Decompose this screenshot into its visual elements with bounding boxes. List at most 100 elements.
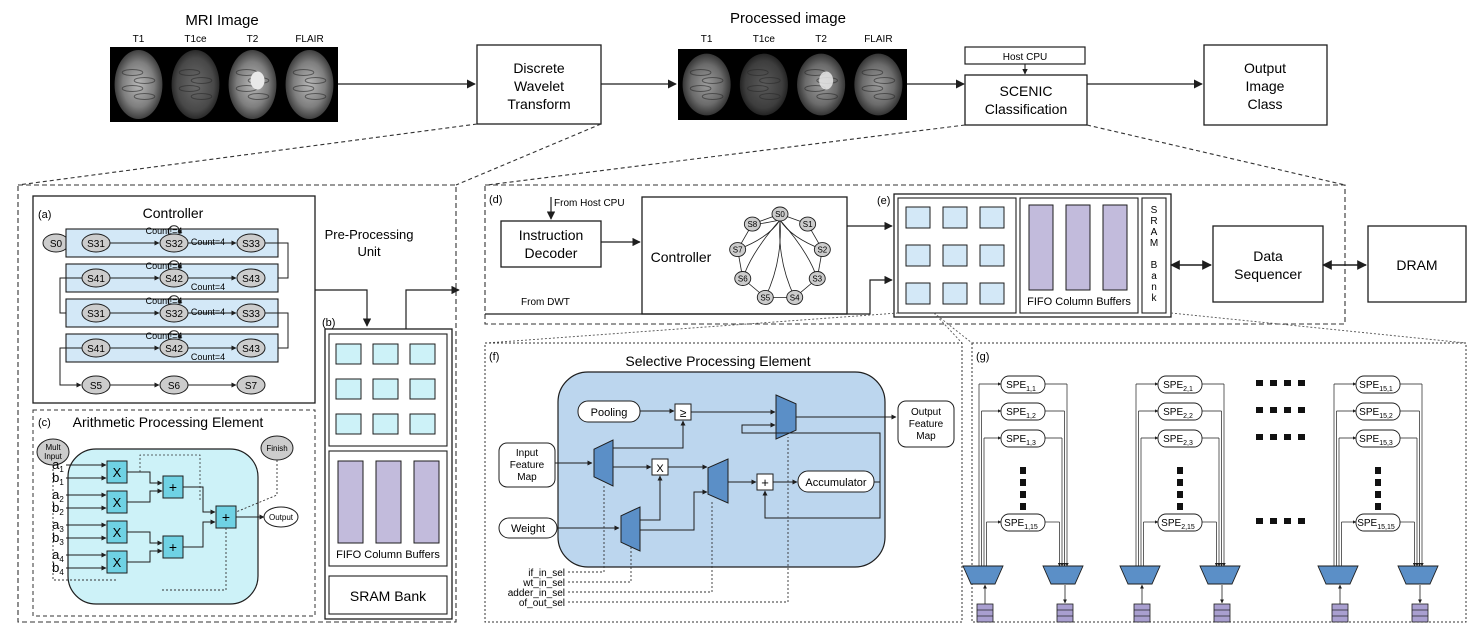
output-demux <box>1397 565 1439 585</box>
fsm-loop-condition: Count!=4 <box>146 296 183 306</box>
ape-input-a2: a2 <box>52 487 64 504</box>
adder-symbol: + <box>169 539 177 555</box>
spe-node <box>1000 513 1046 532</box>
ape-input-b1: b1 <box>52 470 64 487</box>
output-image-class-block <box>1203 44 1328 126</box>
buffers-panel: (b) FIFO Column Buffers SRAM Bank <box>322 317 453 620</box>
spe-node <box>1157 375 1203 394</box>
pe-grid-cell <box>372 378 399 400</box>
dram-block <box>1367 225 1467 303</box>
spe-node-label: SPE15,2 <box>1359 407 1393 420</box>
vertical-ellipsis-dot <box>1020 491 1026 498</box>
horizontal-ellipsis-dot <box>1270 407 1277 413</box>
panel-label-a: (a) <box>38 209 51 221</box>
svg-text:Output: Output <box>1244 60 1286 76</box>
pe-grid-cell <box>372 413 399 435</box>
vertical-ellipsis-dot <box>1020 503 1026 510</box>
spe-node-label: SPE2,1 <box>1163 380 1193 393</box>
ape-input-b3: b3 <box>52 530 64 547</box>
fsm-loop-condition: Count!=4 <box>146 261 183 271</box>
ape-input-b2: b2 <box>52 500 64 517</box>
output-feature-map-block <box>897 400 955 448</box>
adder-symbol: + <box>222 509 230 525</box>
sram-letter: A <box>1151 227 1158 238</box>
comparator-symbol: ≥ <box>680 406 687 420</box>
output-feature-map-label: Output <box>911 407 941 418</box>
input-feature-map-label: Input <box>516 448 538 459</box>
spe-grid-cell <box>905 206 931 229</box>
spe-node-label: SPE15,3 <box>1359 434 1393 447</box>
modality-label-t1: T1 <box>133 34 145 45</box>
scenic-frame <box>484 184 1346 325</box>
wt-in-mux <box>620 506 641 552</box>
spe-node <box>1355 375 1401 394</box>
fsm-state-label: S41 <box>87 274 105 285</box>
mri-brain-images <box>114 50 334 119</box>
ape-frame <box>32 409 316 617</box>
ring-state-label: S1 <box>803 220 813 229</box>
controller-to-buffers-arrow <box>315 289 372 327</box>
spe-node <box>1355 513 1401 532</box>
spe-node-label: SPE15,15 <box>1357 518 1395 531</box>
ring-state-label: S2 <box>817 246 827 255</box>
horizontal-ellipsis-dot <box>1298 380 1305 386</box>
spe-grid-cell <box>905 282 931 305</box>
ape-input-a1: a1 <box>52 457 64 474</box>
fsm-exit-condition: Count=4 <box>191 282 225 292</box>
ring-state-s2 <box>813 242 831 257</box>
pe-grid-cells <box>335 343 436 435</box>
fsm-state-s43 <box>236 338 266 358</box>
sram-bank-box <box>328 575 448 615</box>
instruction-decoder-block <box>500 220 602 268</box>
ape-input-a4: a4 <box>52 547 64 564</box>
ring-state-s1 <box>799 216 817 232</box>
horizontal-ellipsis-dot <box>1298 518 1305 524</box>
svg-text:Discrete: Discrete <box>513 60 565 76</box>
fsm-loop-condition: Count!=4 <box>146 226 183 236</box>
sram-letter: k <box>1152 293 1158 304</box>
spe-node <box>1000 402 1046 421</box>
fifo-column <box>1028 204 1054 291</box>
fsm-state-label: S42 <box>165 344 183 355</box>
pre-processing-unit-label: Pre-Processing Unit <box>325 227 414 259</box>
horizontal-ellipsis-dot <box>1270 380 1277 386</box>
horizontal-ellipsis-dot <box>1256 518 1263 524</box>
sram-letter: a <box>1151 271 1157 282</box>
fsm-exit-condition: Count=4 <box>191 307 225 317</box>
buffer-stack <box>1411 603 1429 623</box>
vertical-ellipsis-dot <box>1375 491 1381 498</box>
buffer-stack <box>976 603 994 623</box>
sram-letter: n <box>1151 282 1157 293</box>
fifo-column <box>1102 204 1128 291</box>
scenic-core: (d) From Host CPU Instruction Decoder Fr… <box>484 184 1467 344</box>
sram-letter: S <box>1151 205 1158 216</box>
ring-state-label: S5 <box>760 293 770 302</box>
panel-label-c: (c) <box>38 417 51 429</box>
ape-datapath: MultInputFinisha1b1a2b2a3b3a4b4XXXX+++Ou… <box>36 435 299 591</box>
fsm-state-label: S43 <box>242 274 260 285</box>
sram-letter: M <box>1150 238 1158 249</box>
scenic-classification-block <box>964 74 1088 126</box>
scenic-classification-label: SCENIC Classification <box>985 83 1067 117</box>
scenic-controller-block <box>641 196 848 315</box>
output-feature-map-label: Map <box>916 431 936 442</box>
input-feature-map-block <box>498 442 556 488</box>
sram-letter: B <box>1151 260 1158 271</box>
ring-state-s5 <box>756 289 774 305</box>
processed-brain-images <box>682 53 903 116</box>
spe-node-label: SPE2,2 <box>1163 407 1193 420</box>
spe-detail-frame <box>484 342 963 623</box>
mri-image-title: MRI Image <box>185 12 258 29</box>
fsm-state-label: S33 <box>242 309 260 320</box>
svg-text:Classification: Classification <box>985 101 1067 117</box>
ring-state-s4 <box>786 289 804 305</box>
instruction-decoder-label: Instruction Decoder <box>519 227 584 261</box>
fsm-state-label: S31 <box>87 239 105 250</box>
fsm-state-label: S6 <box>168 381 181 392</box>
modality-label-flair: FLAIR <box>864 34 892 45</box>
panel-label-g: (g) <box>976 351 989 363</box>
multiplier-symbol: X <box>113 555 122 570</box>
